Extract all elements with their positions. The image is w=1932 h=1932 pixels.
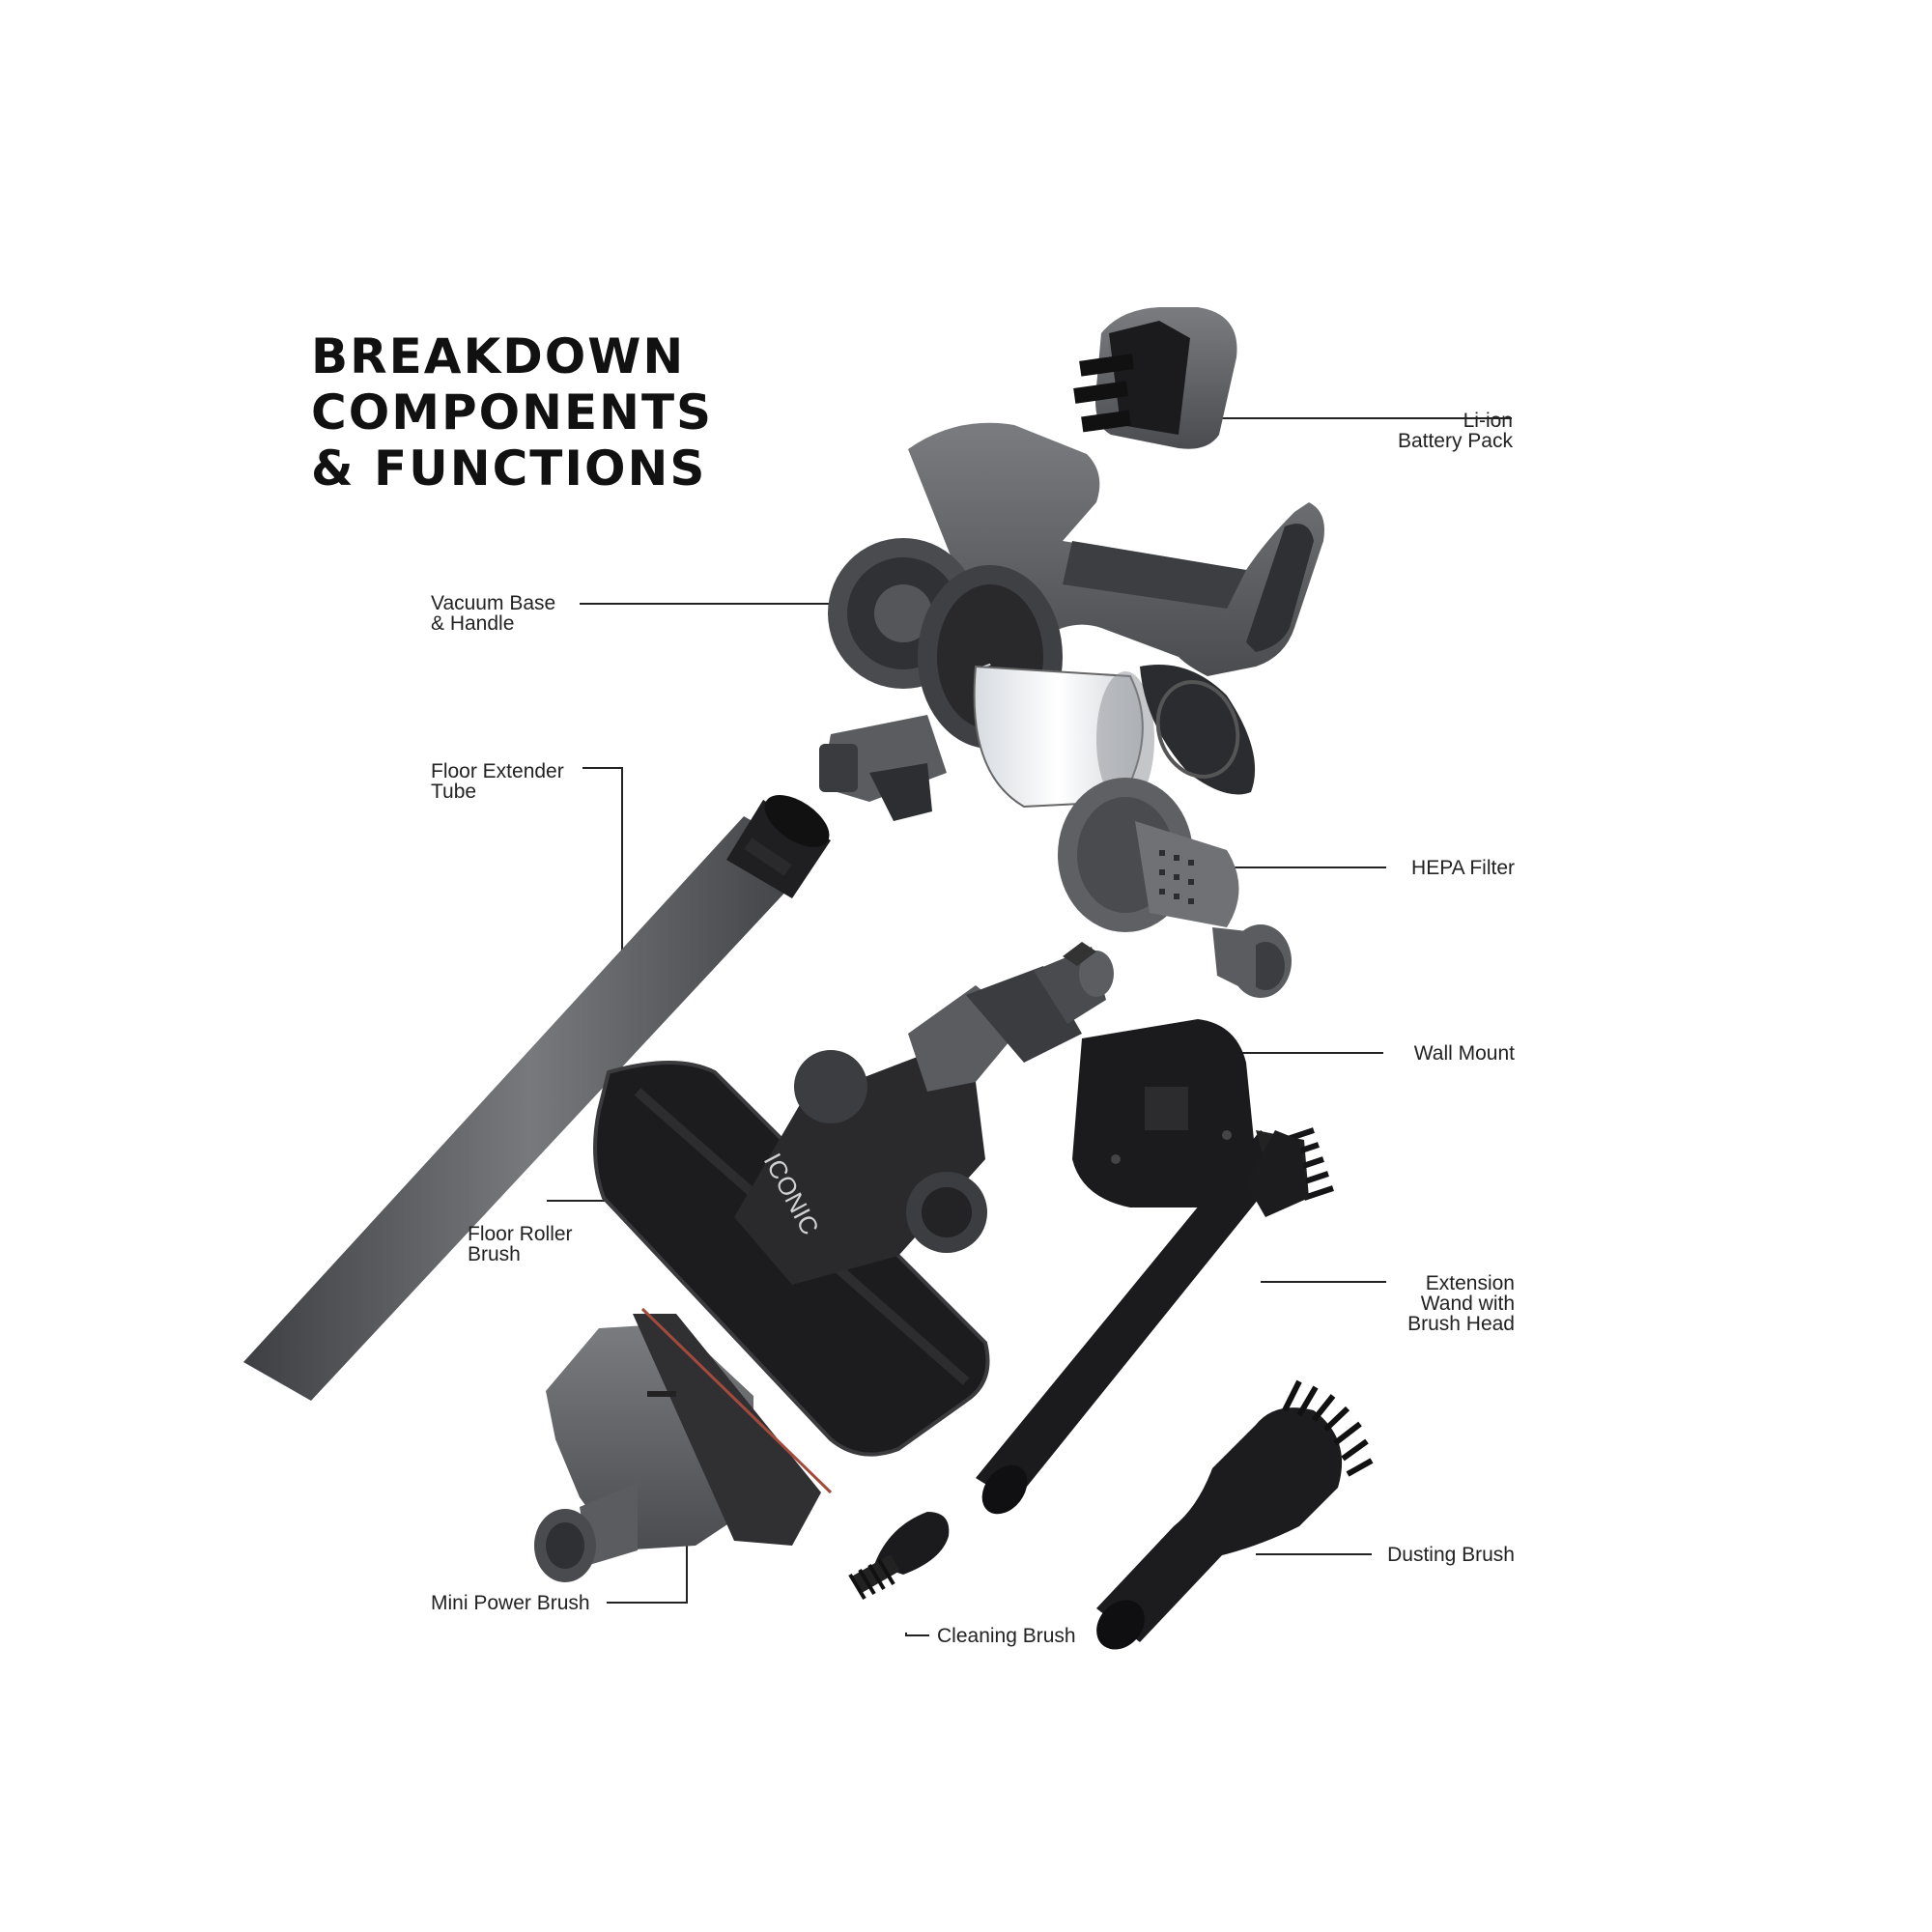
- label-vacuum-base-line-1: Vacuum Base: [431, 592, 556, 614]
- label-roller-brush-line-2: Brush: [468, 1243, 521, 1265]
- vacuum-base-handle: ICONIC: [819, 422, 1324, 821]
- label-extender-tube-line-2: Tube: [431, 781, 477, 803]
- leader-cleaning-brush: [905, 1633, 929, 1636]
- leader-lines: [547, 417, 1512, 1636]
- label-extender-tube-line-1: Floor Extender: [431, 760, 564, 782]
- label-extension-wand-line-2: Wand with: [1420, 1293, 1515, 1315]
- cleaning-brush: [848, 1512, 950, 1601]
- page-heading: BREAKDOWN COMPONENTS & FUNCTIONS: [311, 328, 713, 497]
- heading-line-1: BREAKDOWN: [311, 328, 686, 384]
- label-extender-tube: Floor Extender Tube: [431, 761, 564, 802]
- label-battery-line-1: Li-ion: [1463, 410, 1513, 432]
- mini-power-brush: [534, 1307, 833, 1582]
- label-dusting-brush: Dusting Brush: [1387, 1545, 1515, 1565]
- label-extension-wand: Extension Wand with Brush Head: [1407, 1273, 1515, 1334]
- dusting-brush: [1096, 1379, 1374, 1650]
- label-roller-brush: Floor Roller Brush: [468, 1224, 573, 1264]
- floor-extender-tube: [243, 795, 831, 1401]
- label-dusting-brush-line-1: Dusting Brush: [1387, 1544, 1515, 1566]
- label-extension-wand-line-3: Brush Head: [1407, 1313, 1515, 1335]
- heading-line-2: COMPONENTS: [311, 384, 714, 440]
- label-roller-brush-line-1: Floor Roller: [468, 1223, 573, 1245]
- wall-mount: [1072, 1019, 1256, 1208]
- hepa-filter: [1058, 778, 1292, 998]
- label-wall-mount: Wall Mount: [1414, 1043, 1515, 1064]
- label-vacuum-base-line-2: & Handle: [431, 612, 515, 635]
- label-mini-power-brush-line-1: Mini Power Brush: [431, 1592, 590, 1614]
- label-cleaning-brush: Cleaning Brush: [937, 1626, 1076, 1646]
- leader-extender-tube: [582, 767, 623, 966]
- label-hepa-filter-line-1: HEPA Filter: [1411, 857, 1515, 879]
- battery-pack: [1073, 307, 1237, 449]
- heading-line-3: & FUNCTIONS: [311, 440, 707, 497]
- floor-roller-brush: ICONIC: [593, 942, 1114, 1457]
- label-hepa-filter: HEPA Filter: [1411, 858, 1515, 878]
- label-mini-power-brush: Mini Power Brush: [431, 1593, 590, 1613]
- label-wall-mount-line-1: Wall Mount: [1413, 1042, 1515, 1065]
- label-extension-wand-line-1: Extension: [1425, 1272, 1515, 1294]
- label-battery-pack: Li-ion Battery Pack: [1398, 411, 1513, 451]
- label-vacuum-base: Vacuum Base & Handle: [431, 593, 555, 634]
- label-cleaning-brush-line-1: Cleaning Brush: [937, 1625, 1076, 1647]
- extension-wand: [976, 1127, 1334, 1515]
- label-battery-line-2: Battery Pack: [1397, 430, 1513, 452]
